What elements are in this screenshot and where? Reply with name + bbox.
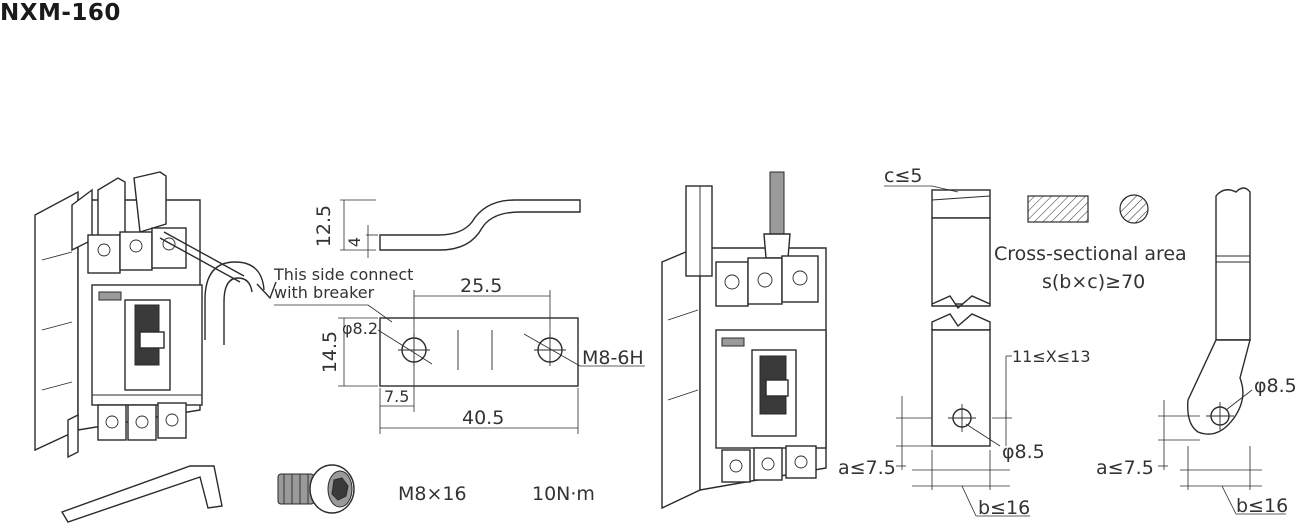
x-range: 11≤X≤13 [1012,347,1091,366]
dim-7-5: 7.5 [384,387,409,406]
a-le-7-5-lug: a≤7.5 [1096,457,1154,479]
cross-section-line1: Cross-sectional area [994,243,1187,265]
cross-section-line2: s(b×c)≥70 [1042,271,1145,293]
cable-lug-detail [1158,187,1286,515]
dim-m8-6h: M8-6H [582,347,644,369]
hex-key-icon [60,465,223,523]
page-title: NXM-160 [0,0,121,26]
b-le-16-busbar: b≤16 [978,497,1030,519]
b-le-16-lug: b≤16 [1236,495,1288,517]
extension-bar-plan [338,290,645,434]
phi-8-5-busbar: φ8.5 [1002,441,1045,463]
c-le-5: c≤5 [884,165,922,187]
phi-8-5-lug: φ8.5 [1254,375,1297,397]
connect-note-line2: with breaker [274,283,375,302]
connect-note-line1: This side connect [273,265,413,284]
breaker-left [34,171,245,459]
round-section-swatch [1119,194,1149,224]
dim-14-5: 14.5 [319,331,341,373]
dim-12-5: 12.5 [313,205,335,247]
dim-40-5: 40.5 [462,407,504,429]
breaker-middle [661,171,827,510]
extension-bar-profile [340,199,581,258]
busbar-detail [884,185,1030,517]
dim-4: 4 [345,237,364,247]
torque-label: 10N·m [532,483,595,505]
socket-screw-icon [277,464,355,514]
dim-phi-8-2: φ8.2 [342,319,378,338]
rotate-arrow-icon [204,261,277,345]
dim-25-5: 25.5 [460,275,502,297]
a-le-7-5-busbar: a≤7.5 [838,457,896,479]
screw-size-label: M8×16 [398,483,467,505]
rect-section-swatch [1027,195,1089,223]
